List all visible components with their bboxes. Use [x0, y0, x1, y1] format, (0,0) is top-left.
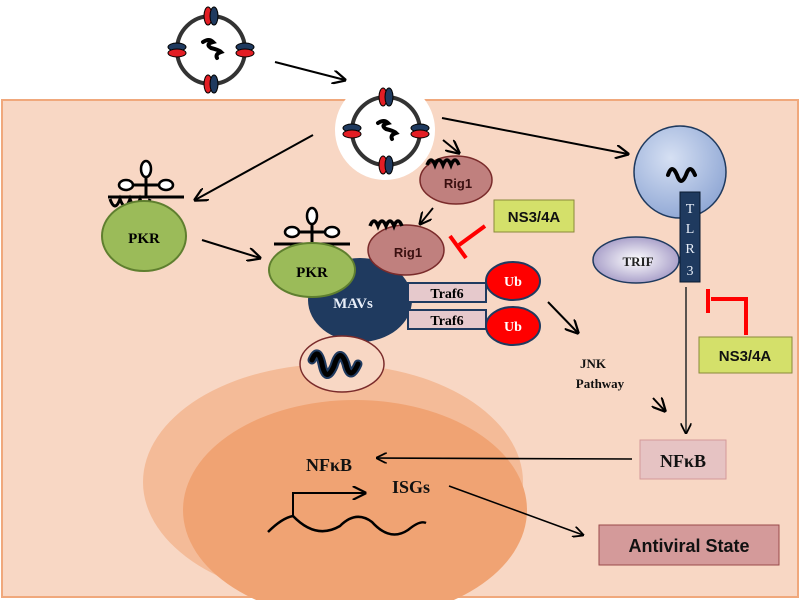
arrow-ub-to-jnk [547, 301, 578, 333]
traf6-label-1: Traf6 [430, 287, 463, 302]
ub-node-2 [485, 306, 541, 346]
tlr3-letter-l: L [686, 222, 695, 237]
dna-strand [267, 514, 427, 536]
arrow-to-tlr3 [441, 117, 628, 154]
arrow-nfkb-translocation [377, 458, 633, 459]
rig1-label-1: Rig1 [444, 176, 472, 191]
ub-label-1: Ub [504, 275, 522, 290]
ub-node-1 [485, 261, 541, 301]
arrow-jnk-to-nfkb [653, 398, 665, 411]
traf6-label-2: Traf6 [430, 314, 463, 329]
pkr-label-2: PKR [296, 265, 328, 281]
pkr-node-1 [101, 200, 187, 272]
jnk-label-line1: JNK [580, 356, 607, 371]
ns34a-box-1 [493, 199, 575, 233]
ub-label-2: Ub [504, 320, 522, 335]
inhibition-ns34a-tlr3 [711, 297, 748, 335]
virus-extracellular-icon [166, 5, 256, 95]
arrow-to-pkr [195, 134, 314, 200]
arrow-to-rig1 [442, 139, 459, 153]
pkr-node-2 [268, 242, 356, 298]
mavs-label: MAVs [333, 296, 373, 312]
ns34a-label-2: NS3/4A [719, 348, 772, 365]
traf6-node-2 [407, 309, 487, 330]
transcription-start-arrow [292, 493, 365, 516]
tlr3-letter-t: T [686, 202, 695, 217]
antiviral-state-label: Antiviral State [628, 536, 749, 556]
inhibition-ns34a-rig1 [457, 224, 487, 247]
ns34a-label-1: NS3/4A [508, 209, 561, 226]
isgs-label: ISGs [392, 477, 430, 497]
ns34a-box-2 [698, 336, 793, 374]
tlr3-letter-r: R [685, 242, 695, 257]
antiviral-state-box [598, 524, 780, 566]
jnk-label-line2: Pathway [576, 376, 625, 391]
tlr3-letter-3: 3 [687, 264, 694, 279]
trif-label: TRIF [622, 254, 653, 269]
arrow-rig1-activation [420, 207, 434, 224]
traf6-node-1 [407, 282, 487, 303]
nucleus-inner [183, 400, 527, 600]
nfkb-cytoplasm-box [639, 439, 727, 480]
arrow-pkr-activation [201, 239, 260, 258]
rig1-label-2: Rig1 [394, 245, 422, 260]
arrow-virus-entry [274, 61, 345, 80]
arrow-isgs-to-antiviral [448, 485, 583, 535]
tlr3-receptor [679, 191, 701, 283]
nfkb-cytoplasm-label: NFκB [660, 451, 706, 471]
trif-node [592, 236, 680, 284]
rig1-node-1 [419, 155, 493, 205]
rig1-node-2 [367, 224, 445, 276]
nfkb-nucleus-label: NFκB [306, 455, 352, 475]
pkr-label-1: PKR [128, 231, 160, 247]
